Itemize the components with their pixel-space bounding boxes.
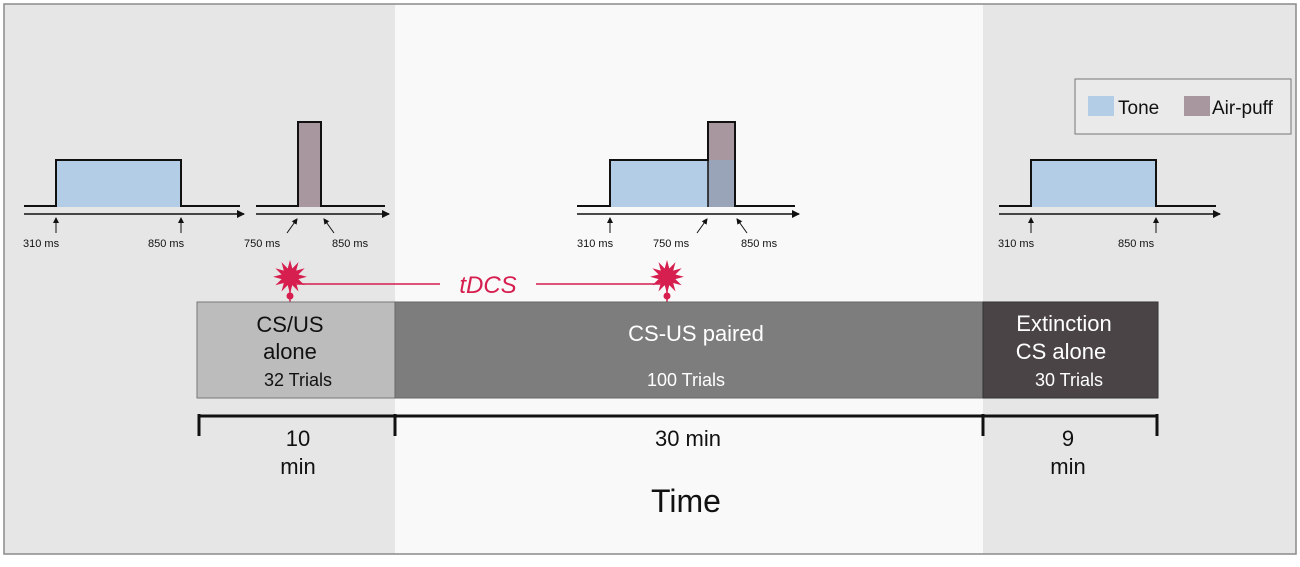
duration-1-line1: 10	[286, 426, 310, 451]
airpuff-onset-label: 750 ms	[244, 238, 281, 250]
legend-airpuff-swatch	[1184, 96, 1210, 116]
airpuff-pulse-fill	[298, 122, 321, 207]
waveform-extinction: 310 ms 850 ms	[998, 159, 1221, 250]
phase-1-trials: 32 Trials	[264, 370, 332, 390]
phase-block-extinction: Extinction CS alone 30 Trials	[982, 301, 1159, 399]
offset-arrow	[736, 218, 748, 234]
tdcs-dot-right	[663, 292, 671, 300]
phase-1-box	[196, 301, 396, 399]
phase-3-trials: 30 Trials	[1035, 370, 1103, 390]
legend: Tone Air-puff	[1074, 78, 1292, 135]
phase-2-box	[394, 301, 984, 399]
tone-pulse-fill	[56, 160, 181, 207]
legend-tone-label: Tone	[1118, 98, 1159, 119]
tdcs-indicator: tDCS	[273, 260, 684, 302]
offset-arrow	[323, 218, 335, 234]
waveform-airpuff-alone: 750 ms 850 ms	[244, 121, 390, 250]
waveform-paired: 310 ms 750 ms 850 ms	[577, 121, 800, 250]
phase-2-trials: 100 Trials	[647, 370, 725, 390]
phase-3-title-line1: Extinction	[1016, 311, 1111, 336]
airpuff-onset-arrow	[696, 218, 708, 234]
tdcs-spark-right-icon	[650, 260, 684, 294]
tdcs-label: tDCS	[459, 272, 516, 299]
tdcs-dot-left	[286, 292, 294, 300]
legend-tone-swatch	[1088, 96, 1114, 116]
duration-1-line2: min	[280, 454, 315, 479]
paired-airpuff-label: 750 ms	[653, 238, 690, 250]
background-left	[4, 4, 395, 554]
waveform-tone-alone: 310 ms 850 ms	[23, 159, 245, 250]
tone-offset-label: 850 ms	[148, 238, 185, 250]
extinction-pulse-line	[999, 159, 1216, 207]
background-center	[395, 4, 983, 554]
paired-onset-label: 310 ms	[577, 238, 614, 250]
outer-border	[3, 3, 1297, 555]
phase-3-box	[982, 301, 1159, 399]
paired-pulse-line	[577, 121, 795, 207]
duration-3-line1: 9	[1062, 426, 1074, 451]
extinction-onset-label: 310 ms	[998, 238, 1035, 250]
phase-1-title-line1: CS/US	[256, 312, 323, 337]
airpuff-pulse-line	[256, 121, 385, 207]
legend-airpuff-label: Air-puff	[1212, 98, 1274, 119]
timeline-bracket: 10 min 30 min 9 min	[197, 414, 1159, 479]
phase-block-paired: CS-US paired 100 Trials	[394, 301, 984, 399]
phase-3-title-line2: CS alone	[1016, 339, 1107, 364]
time-axis-label: Time	[651, 483, 721, 519]
duration-3-line2: min	[1050, 454, 1085, 479]
onset-arrow	[286, 218, 298, 234]
paired-overlap-fill	[708, 160, 735, 207]
extinction-offset-label: 850 ms	[1118, 238, 1155, 250]
duration-2: 30 min	[655, 426, 721, 451]
airpuff-offset-label: 850 ms	[332, 238, 369, 250]
paired-offset-label: 850 ms	[741, 238, 778, 250]
tdcs-spark-left-icon	[273, 260, 307, 294]
tone-onset-label: 310 ms	[23, 238, 60, 250]
tone-pulse-line	[24, 159, 240, 207]
phase-2-title: CS-US paired	[628, 321, 764, 346]
phase-1-title-line2: alone	[263, 339, 317, 364]
paired-airpuff-fill	[708, 122, 735, 160]
extinction-tone-fill	[1031, 160, 1156, 207]
phase-block-acquisition-baseline: CS/US alone 32 Trials	[196, 301, 396, 399]
